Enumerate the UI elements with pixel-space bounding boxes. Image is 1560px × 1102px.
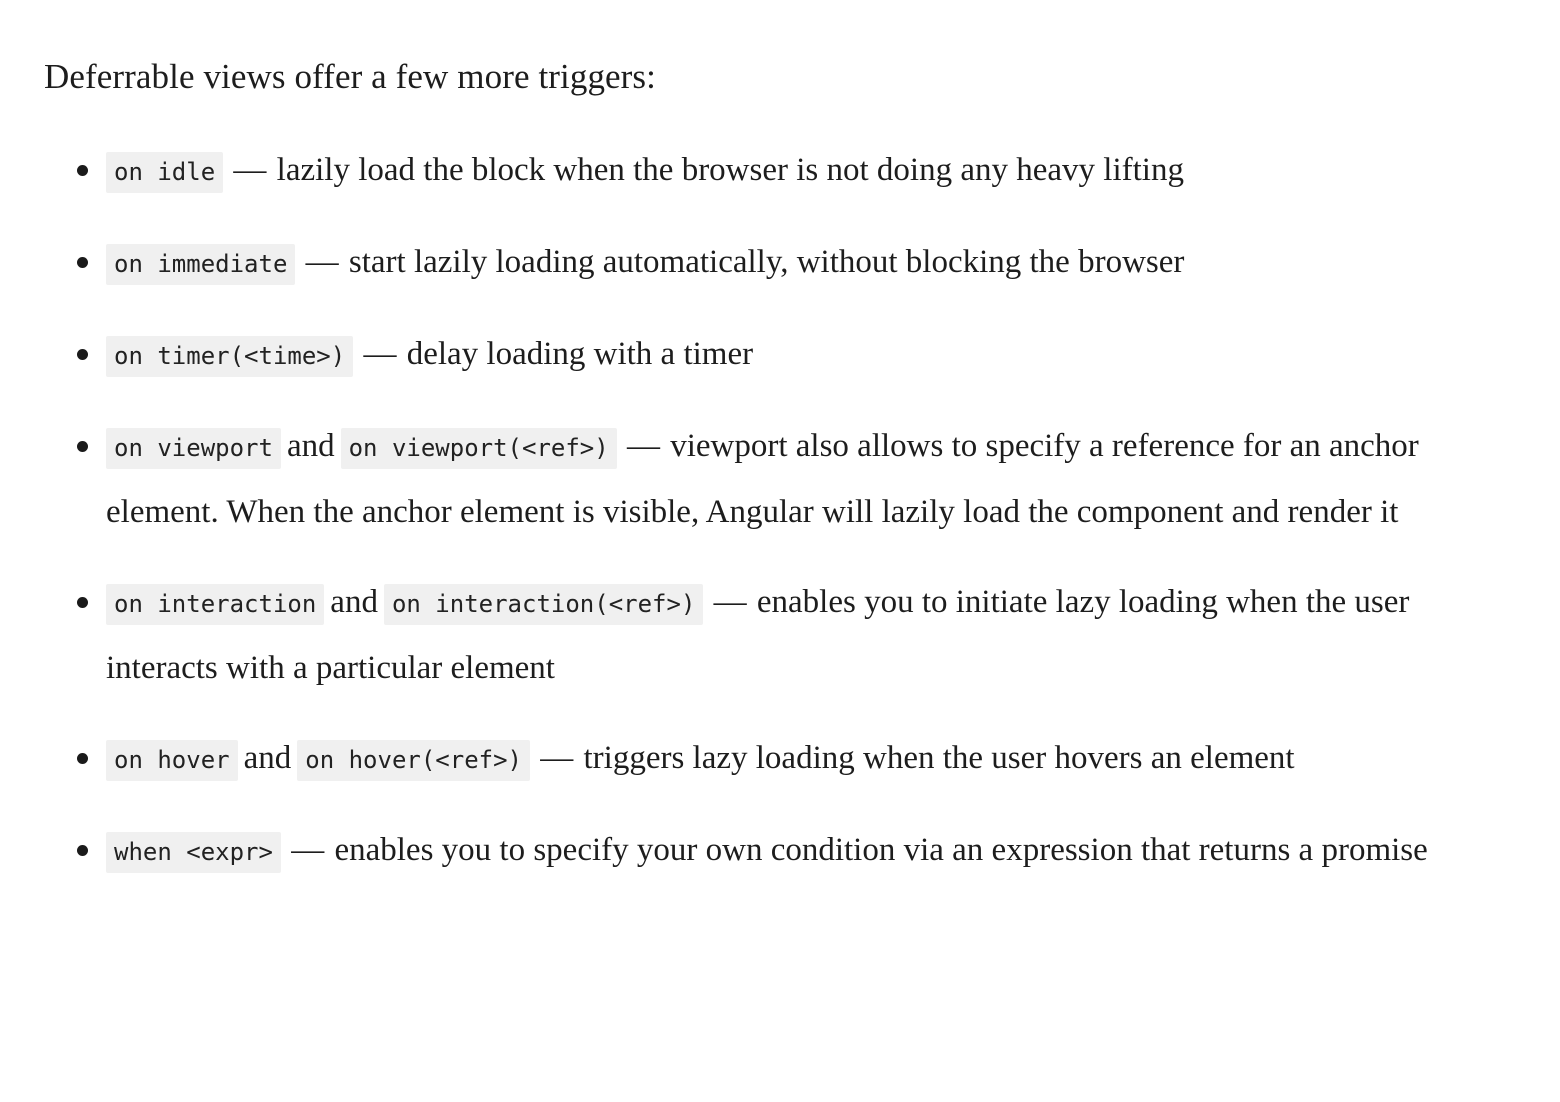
code-token-on-timer: on timer(<time>) <box>106 336 354 377</box>
bullet-icon <box>77 138 95 202</box>
em-dash: — <box>705 584 755 620</box>
trigger-description: lazily load the block when the browser i… <box>276 152 1184 188</box>
trigger-description: viewport also allows to specify a refere… <box>106 428 1419 530</box>
em-dash: — <box>618 428 669 464</box>
trigger-description: delay loading with a timer <box>406 336 754 372</box>
code-token-on-viewport-1: on viewport <box>106 428 281 469</box>
conjunction-text: and <box>286 428 335 464</box>
code-token-on-immediate: on immediate <box>106 244 296 285</box>
bullet-icon <box>77 230 95 294</box>
bullet-icon <box>77 570 95 634</box>
list-item: on immediate — start lazily loading auto… <box>44 230 1524 296</box>
trigger-description: start lazily loading automatically, with… <box>348 244 1185 280</box>
em-dash: — <box>297 244 347 280</box>
bullet-icon <box>77 414 95 478</box>
code-token-on-hover-1: on hover <box>106 740 238 781</box>
conjunction-text: and <box>243 740 292 776</box>
list-item: on idle — lazily load the block when the… <box>44 138 1524 204</box>
em-dash: — <box>532 740 582 776</box>
em-dash: — <box>282 832 333 868</box>
list-item: on timer(<time>) — delay loading with a … <box>44 322 1524 388</box>
em-dash: — <box>355 336 405 372</box>
code-token-when-expr: when <expr> <box>106 832 281 873</box>
trigger-description: triggers lazy loading when the user hove… <box>583 740 1295 776</box>
trigger-description: enables you to initiate lazy loading whe… <box>106 584 1410 686</box>
intro-paragraph: Deferrable views offer a few more trigge… <box>44 57 656 96</box>
code-token-on-interaction-1: on interaction <box>106 584 325 625</box>
trigger-list: on idle — lazily load the block when the… <box>44 138 1524 884</box>
code-token-on-idle: on idle <box>106 152 224 193</box>
conjunction-text: and <box>330 584 378 620</box>
code-token-on-hover-2: on hover(<ref>) <box>297 740 530 781</box>
code-token-on-interaction-2: on interaction(<ref>) <box>383 584 704 625</box>
bullet-icon <box>77 322 95 386</box>
list-item: when <expr> — enables you to specify you… <box>44 818 1524 884</box>
code-token-on-viewport-2: on viewport(<ref>) <box>340 428 617 469</box>
em-dash: — <box>225 152 275 188</box>
bullet-icon <box>77 726 95 790</box>
trigger-description: enables you to specify your own conditio… <box>334 832 1428 868</box>
bullet-icon <box>77 818 95 882</box>
